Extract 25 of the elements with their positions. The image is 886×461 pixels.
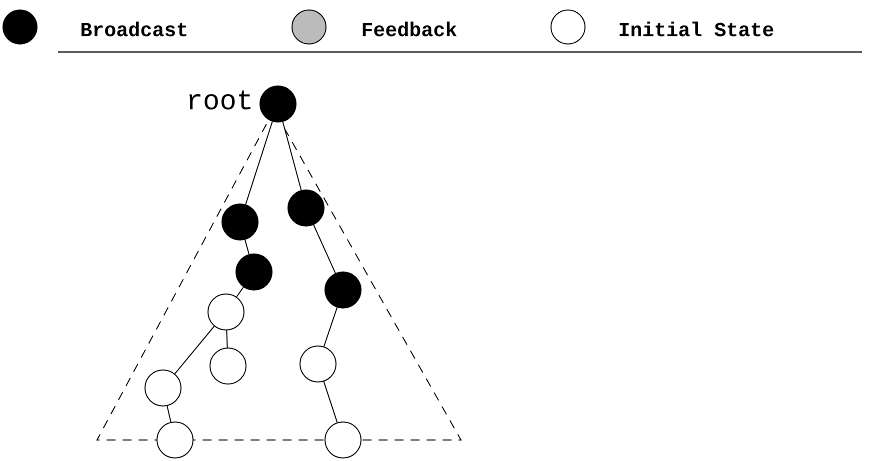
initial-node <box>210 348 246 384</box>
tree-edge <box>226 330 228 348</box>
broadcast-node <box>324 272 362 308</box>
initial-node <box>300 346 336 382</box>
tree-edge <box>245 121 273 205</box>
tree-edge <box>313 224 336 274</box>
node-label: root <box>189 90 250 110</box>
broadcast-node <box>288 190 324 226</box>
tree-edge <box>236 286 244 298</box>
initial-node <box>208 294 244 330</box>
legend-label: Broadcast <box>82 22 186 36</box>
tree-edge <box>166 406 172 422</box>
tree-edge <box>323 381 338 423</box>
tree-edge <box>174 326 215 374</box>
initial-node <box>324 422 362 458</box>
initial-node <box>144 370 182 406</box>
broadcast-node <box>260 86 296 122</box>
legend-label: Initial State <box>620 22 774 36</box>
broadcast-node <box>222 204 258 240</box>
tree-edge <box>282 121 302 191</box>
tree-edge <box>244 239 250 255</box>
initial-node <box>156 422 194 458</box>
broadcast-node <box>236 254 272 290</box>
legend-label: Feedback <box>362 22 457 36</box>
tree-edge <box>323 307 338 347</box>
